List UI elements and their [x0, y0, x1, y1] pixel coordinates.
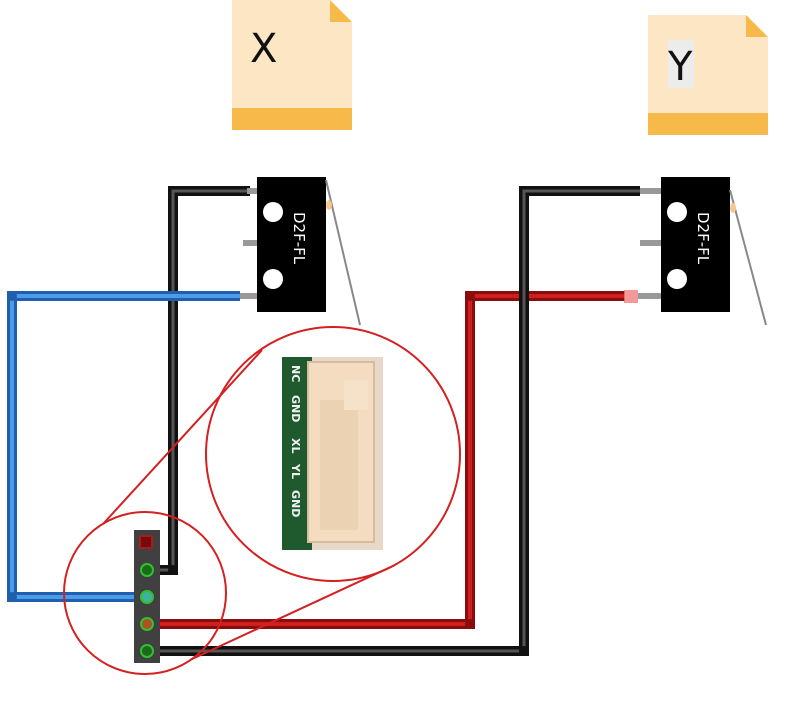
- file-icon-y: Y: [648, 15, 768, 135]
- connector-photo: NC GND XL YL GND: [282, 357, 383, 550]
- pin-header: [134, 530, 160, 663]
- pin-label-nc: NC: [289, 365, 302, 382]
- file-label-y: Y: [667, 44, 693, 90]
- file-icon-x: X: [232, 0, 352, 130]
- pin-label-yl: YL: [289, 463, 302, 479]
- magnifier: [63, 326, 461, 675]
- pin-label-gnd-1: GND: [289, 395, 302, 422]
- switch-lever-y: [729, 189, 767, 326]
- file-label-x: X: [250, 26, 277, 72]
- switch-model-label-x: D2F-FL: [290, 212, 308, 265]
- switch-model-label-y: D2F-FL: [694, 212, 712, 265]
- wire-black-y: [145, 186, 640, 656]
- switch-x: D2F-FL: [240, 177, 361, 326]
- wire-blue: [7, 291, 240, 602]
- pin-label-xl: XL: [289, 438, 302, 454]
- wire-red: [145, 291, 625, 629]
- switch-y: D2F-FL: [638, 177, 767, 326]
- pin-label-gnd-2: GND: [289, 490, 302, 517]
